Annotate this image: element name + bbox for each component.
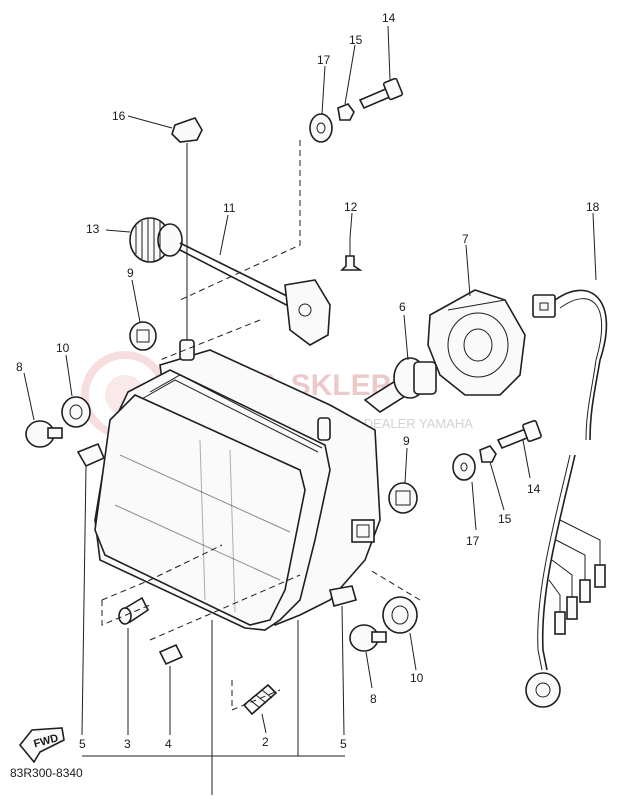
adjuster-assembly <box>129 217 331 346</box>
fwd-arrow: FWD <box>18 727 65 764</box>
callout-10-left: 10 <box>56 341 70 355</box>
callout-5-left: 5 <box>79 737 86 751</box>
callout-4: 4 <box>165 737 172 751</box>
callout-8-right: 8 <box>370 692 377 706</box>
callout-14-top: 14 <box>382 11 396 25</box>
callout-9-left: 9 <box>127 266 134 280</box>
top-fasteners <box>171 77 404 271</box>
left-fasteners <box>25 321 157 468</box>
callout-11: 11 <box>223 201 236 215</box>
callout-13: 13 <box>86 222 100 236</box>
callout-17-right: 17 <box>466 534 480 548</box>
callout-3: 3 <box>124 737 131 751</box>
right-fasteners <box>388 419 542 514</box>
callout-15-right: 15 <box>498 512 512 526</box>
callout-18: 18 <box>586 200 600 214</box>
callout-5-right: 5 <box>340 737 347 751</box>
callout-2: 2 <box>262 735 269 749</box>
callout-numbers: 14 15 17 16 13 11 12 18 7 9 6 10 8 9 14 … <box>16 11 600 751</box>
leader-lines <box>23 25 597 795</box>
callout-8-left: 8 <box>16 360 23 374</box>
bottom-right-fasteners <box>329 585 418 652</box>
diagram-code: 83R300-8340 <box>10 766 83 780</box>
bottom-small-parts <box>118 596 278 716</box>
callout-10-right: 10 <box>410 671 424 685</box>
callout-12: 12 <box>344 200 358 214</box>
callout-7: 7 <box>462 232 469 246</box>
callout-17-top: 17 <box>317 53 331 67</box>
headlight-unit <box>94 339 381 631</box>
callout-15-top: 15 <box>349 33 363 47</box>
callout-14-right: 14 <box>527 482 541 496</box>
bulb-and-socket <box>363 289 526 413</box>
wire-harness <box>525 289 608 708</box>
callout-9-right: 9 <box>403 434 410 448</box>
callout-16: 16 <box>112 109 126 123</box>
callout-6: 6 <box>399 300 406 314</box>
